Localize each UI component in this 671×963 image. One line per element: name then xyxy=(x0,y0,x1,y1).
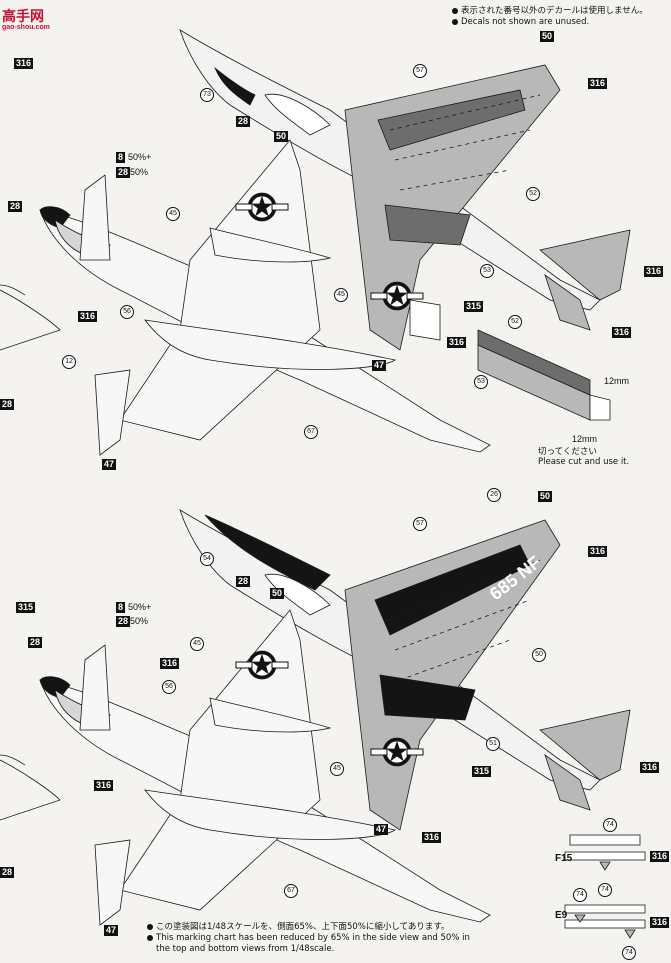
box-28-e: 28 xyxy=(28,637,43,648)
box-316-k: 316 xyxy=(422,832,442,843)
note-bottom-jp: この塗装図は1/48スケールを、側面65%、上下面50%に縮小してあります。 xyxy=(147,922,450,933)
box-316-g: 316 xyxy=(588,546,608,557)
site-logo: 高手网 gao-shou.com xyxy=(2,6,50,31)
percent-b-lower: 50% xyxy=(130,616,149,626)
note-bottom-en2: the top and bottom views from 1/48scale. xyxy=(156,944,335,954)
circle-51: 51 xyxy=(486,737,500,751)
box-316-f: 316 xyxy=(447,337,467,348)
stripe-decal-sample xyxy=(477,329,611,421)
circle-53-a: 53 xyxy=(480,264,494,278)
note-top-en: Decals not shown are unused. xyxy=(452,17,589,28)
box-316-m: 316 xyxy=(650,917,670,928)
percent-a-upper: 50%+ xyxy=(128,152,152,162)
circle-73: 73 xyxy=(200,88,214,102)
box-28-d: 28 xyxy=(236,576,251,587)
pylon-details xyxy=(564,834,646,939)
note-cut-en: Please cut and use it. xyxy=(538,457,630,467)
box-50-b: 50 xyxy=(274,131,289,142)
box-316-i: 316 xyxy=(640,762,660,773)
box-47-c: 47 xyxy=(374,824,389,835)
box-315-b: 315 xyxy=(16,602,36,613)
circle-26: 26 xyxy=(487,488,501,502)
circle-52-a: 52 xyxy=(526,187,540,201)
part-e9: E9 xyxy=(555,910,568,921)
circle-50-circ: 50 xyxy=(532,648,546,662)
box-47-b: 47 xyxy=(102,459,117,470)
box-316-e: 316 xyxy=(612,327,632,338)
circle-45-a: 45 xyxy=(166,207,180,221)
dim-height: 12mm xyxy=(572,434,598,444)
box-28-percent-lower: 28 xyxy=(116,616,131,627)
part-f15: F15 xyxy=(555,853,573,864)
circle-53-b: 53 xyxy=(474,375,488,389)
note-cut-jp: 切ってください xyxy=(538,447,597,457)
box-316-a: 316 xyxy=(14,58,34,69)
circle-54: 54 xyxy=(200,552,214,566)
circle-12: 12 xyxy=(62,355,76,369)
circle-74-a: 74 xyxy=(603,818,617,832)
box-315-c: 315 xyxy=(472,766,492,777)
dim-width: 12mm xyxy=(604,376,630,386)
box-316-l: 316 xyxy=(650,851,670,862)
box-316-b: 316 xyxy=(588,78,608,89)
box-28-percent-upper: 28 xyxy=(116,167,131,178)
box-47-a: 47 xyxy=(372,360,387,371)
note-top-jp: 表示された番号以外のデカールは使用しません。 xyxy=(452,6,648,17)
circle-74-c: 74 xyxy=(573,888,587,902)
circle-45-c: 45 xyxy=(190,637,204,651)
circle-56-a: 56 xyxy=(120,305,134,319)
circle-67-b: 67 xyxy=(284,884,298,898)
box-47-d: 47 xyxy=(104,925,119,936)
box-50-d: 50 xyxy=(270,588,285,599)
box-315-a: 315 xyxy=(464,301,484,312)
circle-74-d: 74 xyxy=(622,946,636,960)
box-316-d: 316 xyxy=(78,311,98,322)
note-bottom-en1: This marking chart has been reduced by 6… xyxy=(147,933,470,944)
box-28-b: 28 xyxy=(8,201,23,212)
percent-b-upper: 50% xyxy=(130,167,149,177)
percent-a-lower: 50%+ xyxy=(128,602,152,612)
circle-45-b: 45 xyxy=(334,288,348,302)
circle-45-d: 45 xyxy=(330,762,344,776)
top-view-aircraft-1 xyxy=(179,29,631,351)
box-28-a: 28 xyxy=(236,116,251,127)
logo-url: gao-shou.com xyxy=(2,24,50,31)
circle-74-b: 74 xyxy=(598,883,612,897)
circle-67-a: 67 xyxy=(304,425,318,439)
box-50-c: 50 xyxy=(538,491,553,502)
box-28-c: 28 xyxy=(0,399,15,410)
box-316-j: 316 xyxy=(94,780,114,791)
box-28-f: 28 xyxy=(0,867,15,878)
circle-57-b: 57 xyxy=(413,517,427,531)
box-50-a: 50 xyxy=(540,31,555,42)
box-316-c: 316 xyxy=(644,266,664,277)
circle-57-a: 57 xyxy=(413,64,427,78)
box-8-lower: 8 xyxy=(116,602,126,613)
top-view-aircraft-2 xyxy=(179,509,631,831)
circle-56-b: 56 xyxy=(162,680,176,694)
box-316-h: 316 xyxy=(160,658,180,669)
bottom-view-aircraft-1 xyxy=(0,139,491,456)
box-8-upper: 8 xyxy=(116,152,126,163)
bottom-view-aircraft-2 xyxy=(0,609,491,926)
logo-text: 高手网 xyxy=(2,9,44,25)
circle-52-b: 52 xyxy=(508,315,522,329)
